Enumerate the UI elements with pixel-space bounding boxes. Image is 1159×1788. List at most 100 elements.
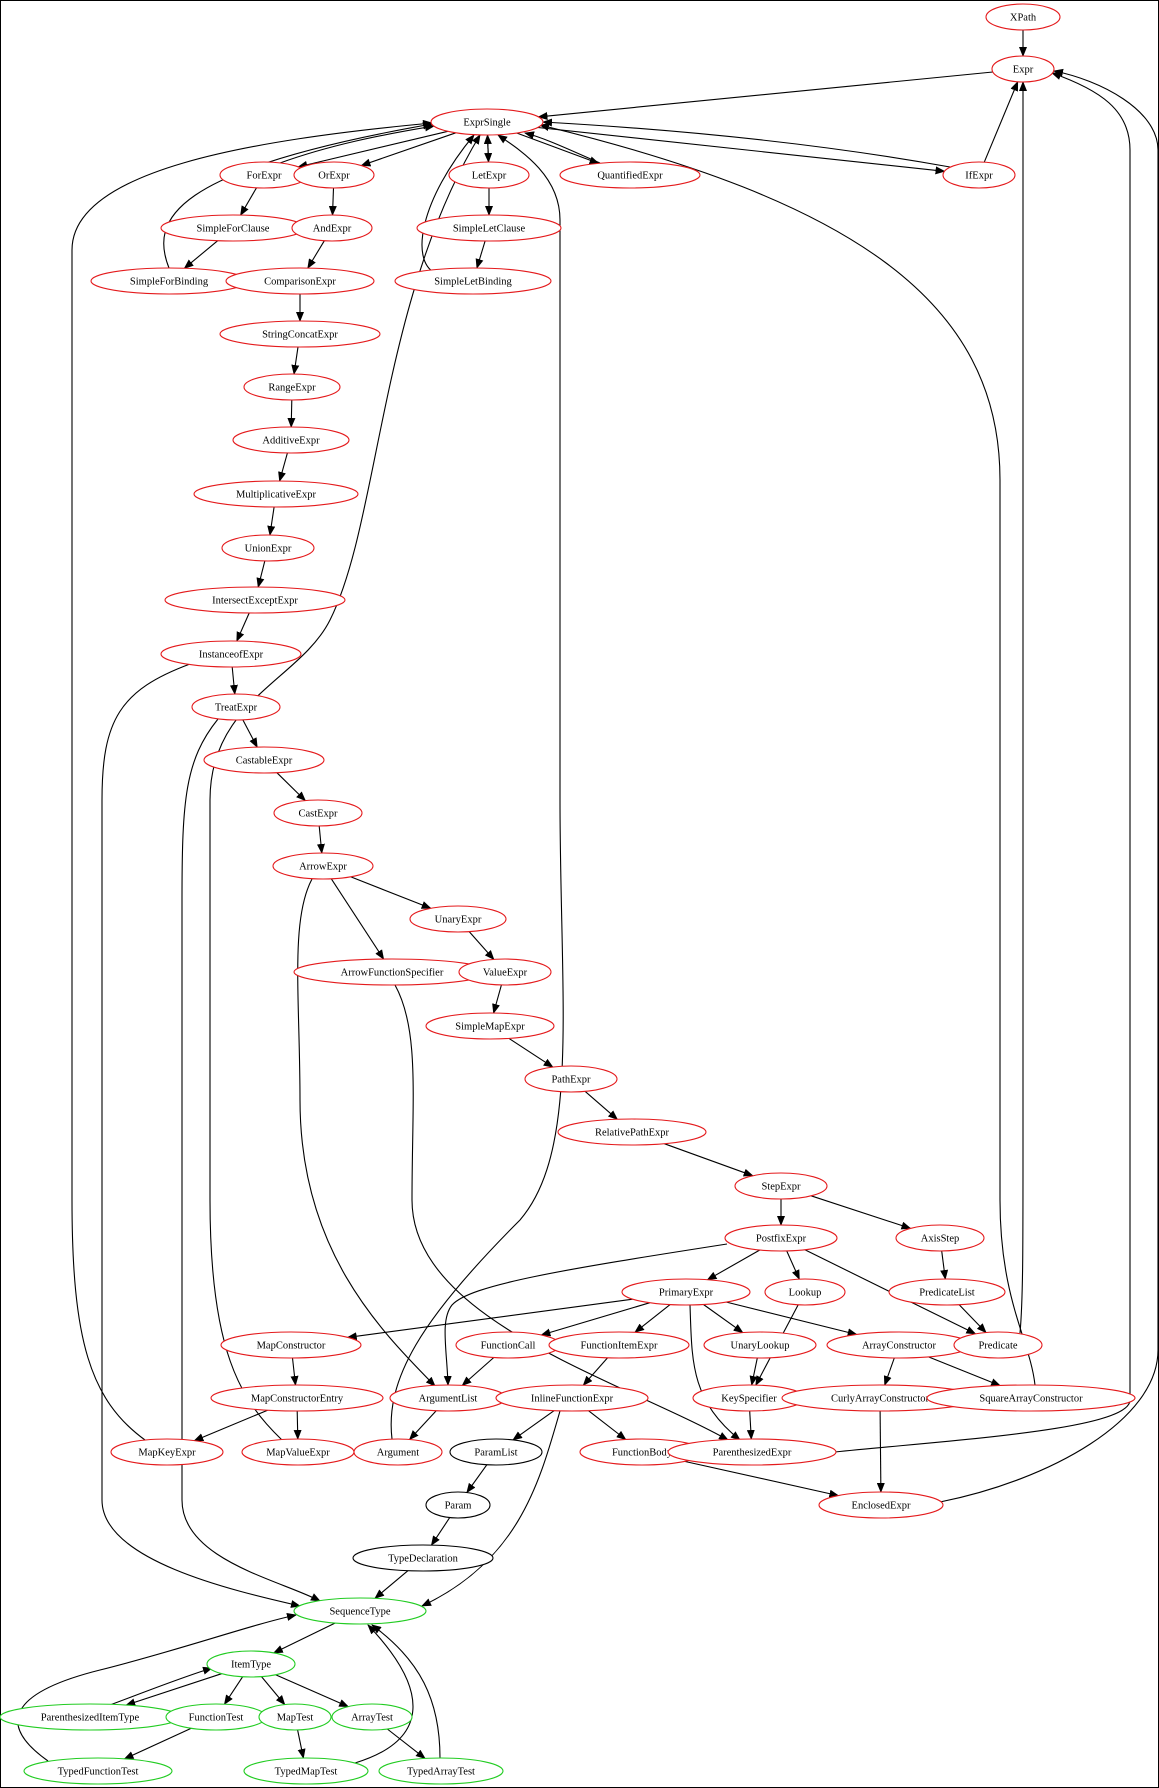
node-lookup: Lookup (764, 1278, 846, 1306)
edge-ArrayTest-to-TypedArrayTest (386, 1728, 426, 1760)
node-ellipse (557, 1118, 707, 1146)
node-map-key-expr: MapKeyExpr (110, 1438, 224, 1466)
node-multiplicative-expr: MultiplicativeExpr (193, 480, 359, 508)
edge-PredicateList-to-Predicate (958, 1304, 987, 1334)
node-enclosed-expr: EnclosedExpr (818, 1491, 944, 1519)
node-simple-let-clause: SimpleLetClause (416, 214, 562, 242)
node-label: FunctionCall (481, 1341, 536, 1352)
node-function-body: FunctionBody (579, 1438, 705, 1466)
node-label: IntersectExceptExpr (212, 596, 298, 607)
node-label: TreatExpr (215, 703, 258, 714)
node-ellipse (895, 1224, 985, 1252)
node-ellipse (206, 1650, 296, 1678)
edge-Expr-to-ExprSingle (537, 71, 993, 120)
node-label: KeySpecifier (721, 1394, 777, 1405)
edge-SimpleForClause-to-SimpleForBinding (183, 240, 219, 269)
node-argument: Argument (353, 1438, 443, 1466)
node-ellipse (110, 1438, 224, 1466)
node-typed-map-test: TypedMapTest (243, 1757, 369, 1785)
node-ellipse (219, 320, 381, 348)
node-label: SimpleMapExpr (455, 1022, 525, 1033)
node-label: SimpleLetClause (453, 224, 526, 235)
node-label: SimpleLetBinding (434, 277, 512, 288)
edge-ParenthesizedItemType-to-ItemType (109, 1666, 213, 1706)
node-type-declaration: TypeDeclaration (352, 1544, 494, 1572)
node-ellipse (416, 214, 562, 242)
node-cast-expr: CastExpr (273, 799, 363, 827)
node-label: EnclosedExpr (852, 1501, 911, 1512)
edge-StringConcatExpr-to-RangeExpr (291, 346, 300, 375)
node-label: PrimaryExpr (659, 1288, 714, 1299)
node-function-call: FunctionCall (455, 1331, 561, 1359)
edge-OrExpr-to-AndExpr (328, 187, 337, 216)
edge-ExprSingle-to-OrExpr (360, 132, 456, 167)
edge-UnaryLookup-to-KeySpecifier (749, 1357, 758, 1386)
node-label: SequenceType (329, 1607, 390, 1618)
edge-ItemType-to-MapTest (261, 1676, 286, 1706)
node-ellipse (703, 1331, 817, 1359)
edge-PostfixExpr-to-Lookup (786, 1250, 800, 1281)
node-label: Param (445, 1501, 472, 1512)
node-ellipse (425, 1491, 491, 1519)
node-ellipse (272, 852, 374, 880)
edge-RelativePathExpr-to-StepExpr (664, 1143, 754, 1177)
node-simple-for-clause: SimpleForClause (160, 214, 306, 242)
node-label: UnaryExpr (435, 915, 482, 926)
node-simple-for-binding: SimpleForBinding (90, 267, 248, 295)
node-ellipse (225, 267, 375, 295)
node-label: SimpleForClause (197, 224, 270, 235)
edge-IfExpr-to-Expr (983, 80, 1019, 163)
edge-ParamList-to-Param (466, 1464, 488, 1494)
node-ellipse (430, 108, 544, 136)
edge-PostfixExpr-to-PrimaryExpr (706, 1249, 761, 1281)
edge-PrimaryExpr-to-FunctionItemExpr (634, 1304, 671, 1333)
edge-ArrayConstructor-to-SquareArrayConstructor (928, 1356, 1002, 1387)
node-axis-step: AxisStep (895, 1224, 985, 1252)
edge-ArrowExpr-to-UnaryExpr (350, 876, 432, 909)
node-label: XPath (1010, 13, 1037, 24)
edge-MultiplicativeExpr-to-UnionExpr (267, 506, 276, 536)
edge-PostfixExpr-to-ArgumentList (443, 1243, 728, 1386)
edge-TypedMapTest-to-SequenceType (354, 1624, 414, 1764)
edge-KeySpecifier-to-ParenthesizedExpr (746, 1410, 755, 1440)
node-ellipse (243, 373, 341, 401)
node-argument-list: ArgumentList (389, 1384, 507, 1412)
edge-TypeDeclaration-to-SequenceType (374, 1570, 409, 1599)
node-label: QuantifiedExpr (597, 171, 663, 182)
edge-CurlyArrayConstructor-to-EnclosedExpr (876, 1410, 885, 1493)
node-label: UnionExpr (245, 544, 292, 555)
node-label: StringConcatExpr (262, 330, 338, 341)
node-label: FunctionBody (612, 1448, 673, 1459)
node-ellipse (667, 1438, 837, 1466)
edge-CastExpr-to-ArrowExpr (316, 825, 325, 854)
node-label: ArrayConstructor (862, 1341, 937, 1352)
node-label: IfExpr (965, 171, 993, 182)
edge-MapTest-to-TypedMapTest (297, 1729, 306, 1759)
edge-MapConstructorEntry-to-MapValueExpr (293, 1410, 302, 1440)
edge-Argument-to-ExprSingle (390, 134, 564, 1440)
edge-InlineFunctionExpr-to-SequenceType (421, 1410, 561, 1607)
node-sequence-type: SequenceType (293, 1597, 427, 1625)
node-ellipse (985, 3, 1061, 31)
node-let-expr: LetExpr (448, 161, 530, 189)
node-predicate-list: PredicateList (888, 1278, 1006, 1306)
node-ellipse (991, 55, 1055, 83)
node-simple-let-binding: SimpleLetBinding (394, 267, 552, 295)
node-label: MapConstructor (257, 1341, 326, 1352)
node-label: RangeExpr (268, 383, 316, 394)
node-xpath: XPath (985, 3, 1061, 31)
node-range-expr: RangeExpr (243, 373, 341, 401)
node-label: ValueExpr (483, 968, 528, 979)
node-ellipse (888, 1278, 1006, 1306)
node-ellipse (293, 1597, 427, 1625)
node-ellipse (221, 534, 315, 562)
edge-SquareArrayConstructor-to-ExprSingle (539, 123, 1036, 1386)
node-simple-map-expr: SimpleMapExpr (425, 1012, 555, 1040)
node-step-expr: StepExpr (734, 1172, 828, 1200)
node-treat-expr: TreatExpr (191, 693, 281, 721)
node-ellipse (818, 1491, 944, 1519)
node-array-constructor: ArrayConstructor (826, 1331, 972, 1359)
node-instanceof-expr: InstanceofExpr (160, 640, 302, 668)
node-label: ArrowExpr (299, 862, 347, 873)
node-label: ParenthesizedItemType (41, 1713, 140, 1724)
